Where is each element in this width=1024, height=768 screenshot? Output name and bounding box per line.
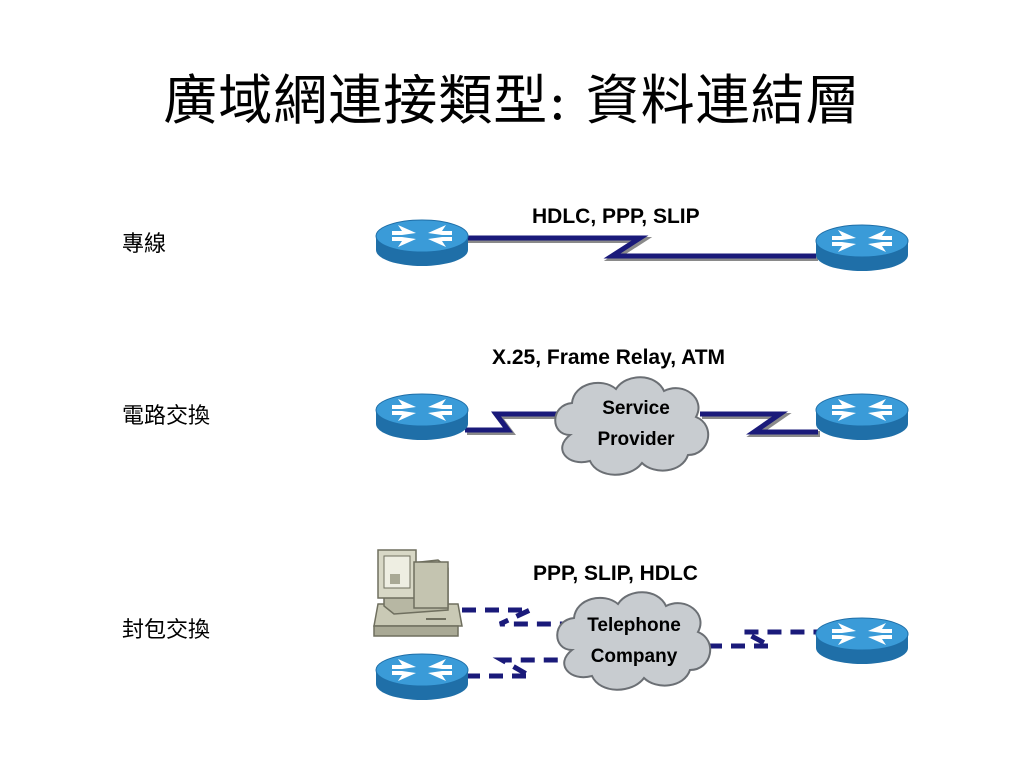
cloud-label-telephone-company: Telephone Company [569,610,699,672]
packet-link-router [466,657,570,679]
router-icon [815,224,909,272]
router-icon [815,393,909,441]
row-label-packet-switched: 封包交換 [122,618,211,643]
router-icon [375,653,469,701]
cloud-line-2: Company [590,646,678,667]
packet-link-computer [462,607,570,627]
router-icon [375,219,469,267]
router-icon [375,393,469,441]
packet-link-right [708,629,818,649]
cloud-line-2: Provider [597,429,675,450]
cloud-line-1: Telephone [587,615,681,636]
protocol-label-circuit: X.25, Frame Relay, ATM [492,346,726,369]
cloud-label-service-provider: Service Provider [571,393,701,455]
cloud-line-1: Service [602,398,670,419]
slide-title: 廣域網連接類型: 資料連結層 [163,69,861,132]
protocol-label-packet: PPP, SLIP, HDLC [533,562,698,585]
row-label-circuit-switched: 電路交換 [122,404,211,429]
protocol-label-leased: HDLC, PPP, SLIP [532,205,700,228]
router-icon [815,617,909,665]
circuit-link-left [465,411,567,435]
row-label-leased-line: 專線 [122,232,167,257]
circuit-link-right [700,411,820,437]
computer-icon [373,549,463,637]
leased-line-link [465,235,818,261]
